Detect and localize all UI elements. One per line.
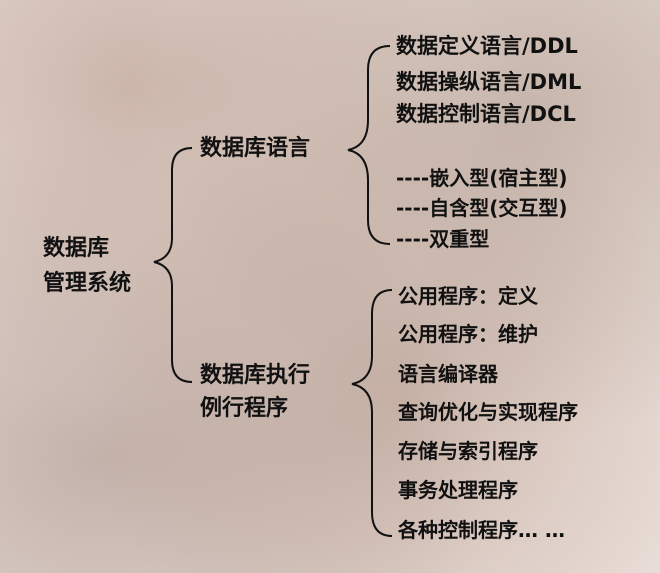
branch1-item: 数据操纵语言/DML	[396, 70, 582, 94]
branch1-item: ----嵌入型(宿主型)	[396, 166, 568, 190]
branch1-item: ----自含型(交互型)	[396, 196, 568, 220]
branch1-item: 数据定义语言/DDL	[396, 34, 578, 58]
branch2-item: 各种控制程序… …	[398, 518, 565, 542]
branch2-item: 事务处理程序	[398, 478, 518, 502]
branch2-item: 查询优化与实现程序	[398, 400, 578, 424]
root-label-line1: 数据库	[43, 236, 110, 261]
branch2-brace	[351, 289, 393, 537]
branch2-label-line2: 例行程序	[200, 396, 289, 421]
branch1-label: 数据库语言	[200, 136, 311, 161]
branch1-item: 数据控制语言/DCL	[396, 102, 576, 126]
root-label-line2: 管理系统	[43, 271, 132, 296]
branch2-item: 公用程序：定义	[398, 284, 538, 308]
main-brace	[153, 147, 193, 383]
branch2-item: 存储与索引程序	[398, 439, 538, 463]
branch1-item: ----双重型	[396, 227, 490, 251]
branch2-label-line1: 数据库执行	[200, 363, 311, 388]
branch2-item: 语言编译器	[398, 362, 498, 386]
branch2-item: 公用程序：维护	[398, 322, 538, 346]
branch1-brace	[347, 45, 391, 245]
